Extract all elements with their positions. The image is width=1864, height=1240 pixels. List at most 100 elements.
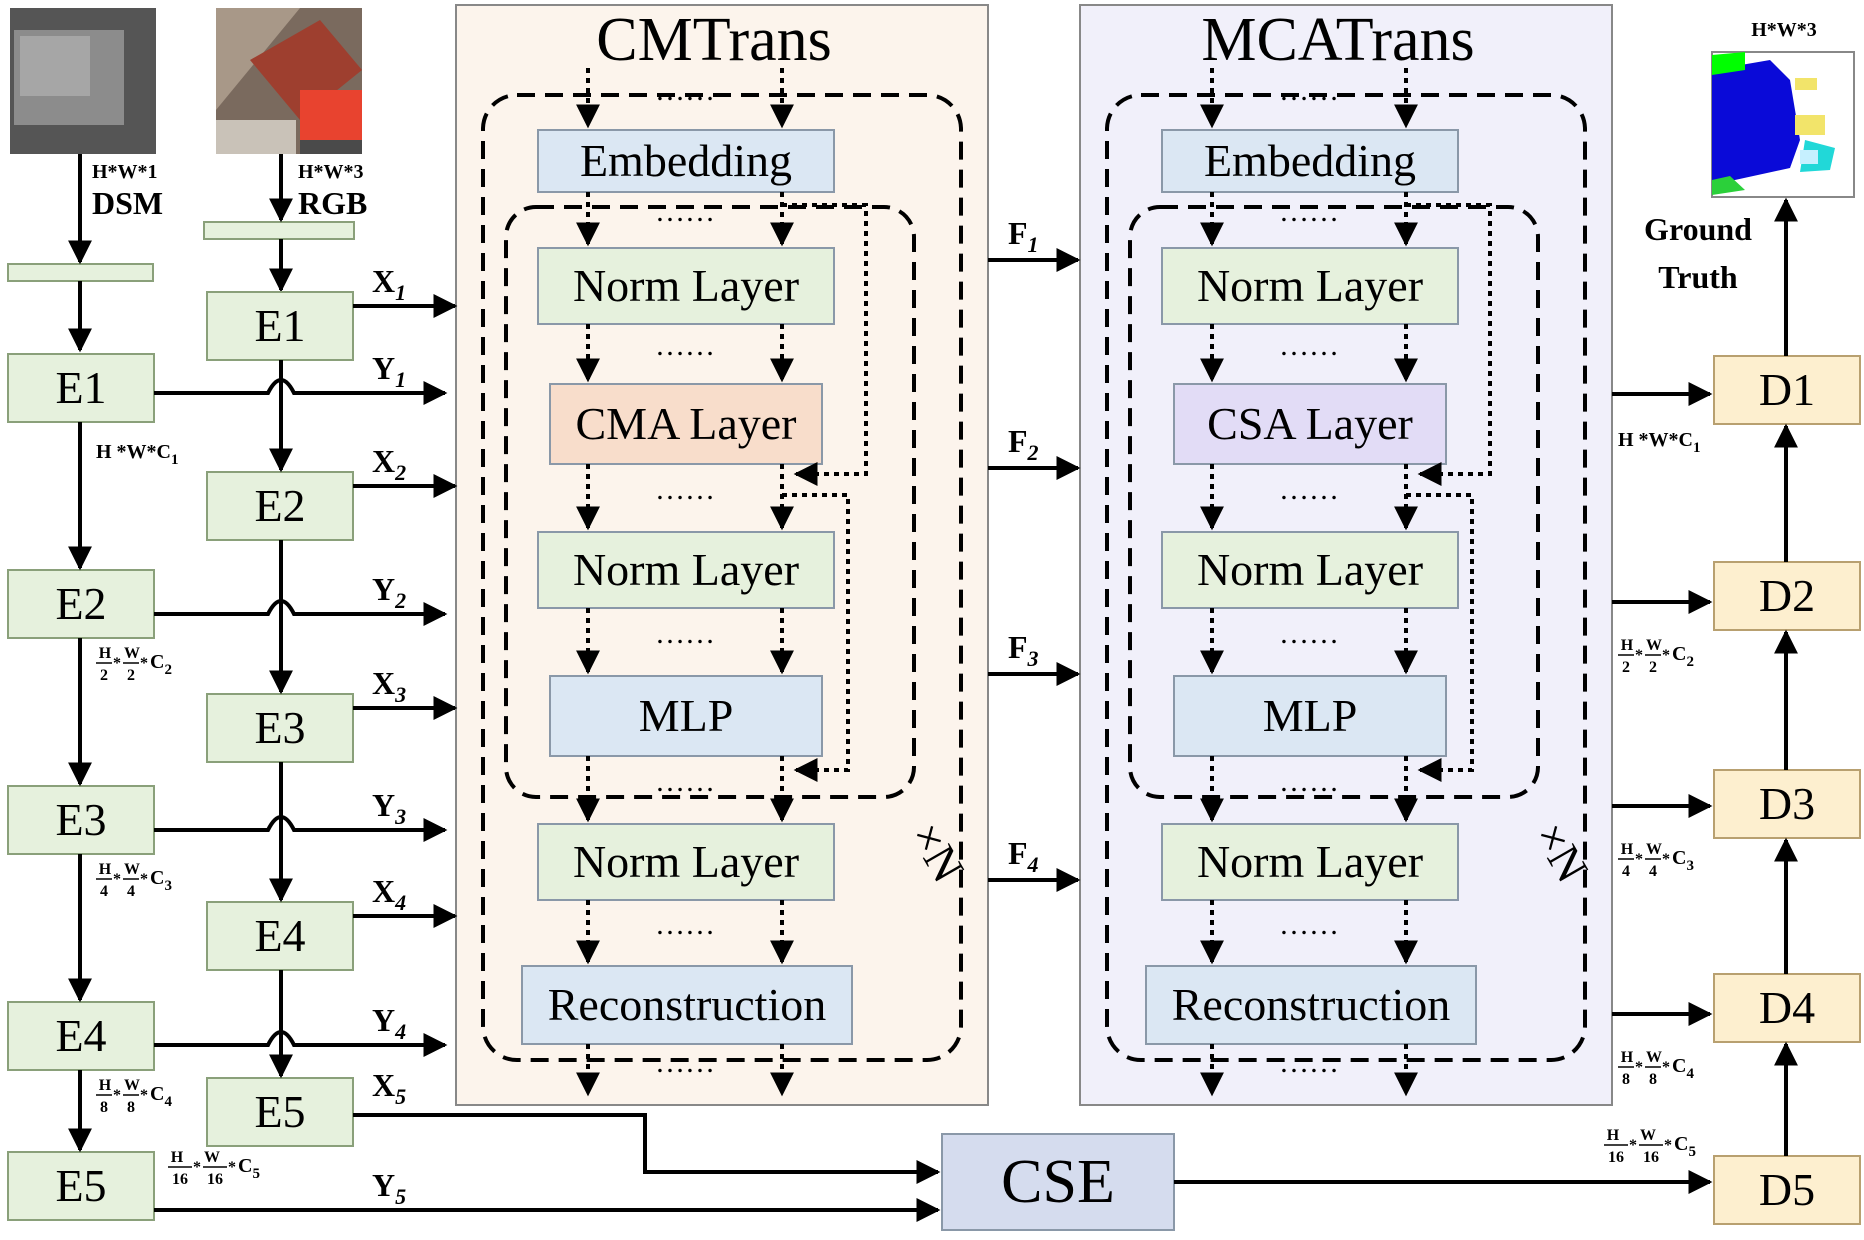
x-label-4-sub: 4 xyxy=(394,890,406,915)
decoder-dim-3-tail-sub: 3 xyxy=(1686,858,1694,874)
mcatrans-ellipsis-6: …… xyxy=(1279,908,1339,941)
decoder-dim-5-star: * xyxy=(1664,1137,1672,1154)
cmtrans-norm2: Norm Layer xyxy=(537,531,835,609)
y-label-2: Y2 xyxy=(372,571,406,613)
decoder-dim-3-star: * xyxy=(1635,851,1643,868)
rgb-encoder-4-box xyxy=(206,901,354,971)
mcatrans-mlp: MLP xyxy=(1173,675,1447,757)
cmtrans-ellipsis-6: …… xyxy=(655,908,715,941)
mcatrans-norm2: Norm Layer xyxy=(1161,531,1459,609)
dsm-encoder-4-box xyxy=(7,1001,155,1071)
f-label-3-base: F xyxy=(1008,629,1028,665)
decoder-dim-4-den: 8 xyxy=(1649,1071,1657,1088)
decoder-dim-2-tail-sub: 2 xyxy=(1686,654,1694,670)
f-label-2-sub: 2 xyxy=(1027,440,1039,465)
dsm-dim-2-tail-c: C xyxy=(150,651,164,673)
decoder-2: D2 xyxy=(1713,561,1861,631)
dsm-dim-1-pre: H *W*C xyxy=(96,441,171,463)
dsm-encoder-3: E3 xyxy=(7,785,155,855)
dsm-dim-4-star: * xyxy=(113,1087,121,1104)
y-label-4-base: Y xyxy=(372,1002,395,1038)
mcatrans-attn: CSA Layer xyxy=(1173,383,1447,465)
dsm-dim-2-star: * xyxy=(113,655,121,672)
rgb-encoder-4-label: E4 xyxy=(254,910,305,961)
dsm-dim-2: H2*W2*C2 xyxy=(96,645,172,684)
decoder-dim-4: H8*W8*C4 xyxy=(1618,1049,1694,1088)
decoder-3-label: D3 xyxy=(1759,778,1815,829)
dsm-dim-1-text: H *W*C1 xyxy=(96,441,179,468)
decoder-dim-2-star: * xyxy=(1662,647,1670,664)
cmtrans-embedding: Embedding xyxy=(537,129,835,193)
y-label-4-sub: 4 xyxy=(394,1019,406,1044)
dsm-dim-3-den: 4 xyxy=(127,883,135,900)
decoder-dim-4-num: H xyxy=(1621,1049,1634,1066)
dsm-dim-5-star: * xyxy=(193,1159,201,1176)
decoder-dim-4-tail-c: C xyxy=(1672,1055,1686,1077)
decoder-dim-2-den: 2 xyxy=(1649,659,1657,676)
dsm-dim-5-num: W xyxy=(204,1149,220,1166)
rgb-encoder-5: E5 xyxy=(206,1077,354,1147)
decoder-dim-3: H4*W4*C3 xyxy=(1618,841,1694,880)
dsm-dim-2-den: 2 xyxy=(100,667,108,684)
cmtrans-ellipsis-2: …… xyxy=(655,329,715,362)
y-label-1-sub: 1 xyxy=(395,367,406,392)
f-label-3: F3 xyxy=(1008,629,1039,671)
x5-to-cse-arrow xyxy=(353,1113,941,1184)
cmtrans-mlp: MLP xyxy=(549,675,823,757)
mcatrans-ellipsis-5: …… xyxy=(1279,765,1339,798)
dsm-encoder-1: E1 xyxy=(7,353,155,423)
cmtrans-title: CMTrans xyxy=(596,6,831,74)
cmtrans-ellipsis-3: …… xyxy=(655,473,715,506)
f-label-2-base: F xyxy=(1008,423,1028,459)
cmtrans-inner-dashed xyxy=(504,205,916,799)
mcatrans-ellipsis-1: …… xyxy=(1279,195,1339,228)
mcatrans-embedding-box xyxy=(1161,129,1459,193)
x-label-2-base: X xyxy=(372,443,395,479)
mcatrans-residual-2 xyxy=(1406,493,1474,782)
mcatrans-ellipsis-0: …… xyxy=(1279,74,1339,107)
dsm-dim-5: H16*W16*C5 xyxy=(168,1149,260,1188)
dsm-dim-3-tail-sub: 3 xyxy=(164,878,172,894)
x-label-1-base: X xyxy=(372,263,395,299)
rgb-encoder-4: E4 xyxy=(206,901,354,971)
x-label-4: X4 xyxy=(372,873,406,915)
x-label-5: X5 xyxy=(372,1067,406,1109)
dsm-dim-4-num: H xyxy=(99,1077,112,1094)
dsm-dim-4-star: * xyxy=(140,1087,148,1104)
f-label-1-base: F xyxy=(1008,215,1028,251)
dsm-dim-3-star: * xyxy=(113,871,121,888)
f-label-2: F2 xyxy=(1008,423,1039,465)
dsm-dim-2-tail-sub: 2 xyxy=(164,662,172,678)
dsm-dim-5-tail: C5 xyxy=(238,1155,260,1182)
dsm-encoder-1-box xyxy=(7,353,155,423)
dsm-dim-1: H *W*C1 xyxy=(96,441,179,468)
decoder-dim-4-num: W xyxy=(1646,1049,1662,1066)
cmtrans-embedding-label: Embedding xyxy=(580,135,792,186)
dsm-encoder-5: E5 xyxy=(7,1151,155,1221)
cmtrans-ellipsis-0: …… xyxy=(655,74,715,107)
f-label-3-sub: 3 xyxy=(1027,646,1039,671)
dsm-dims-label: H*W*1 xyxy=(92,161,158,183)
decoder-dim-4-tail-sub: 4 xyxy=(1686,1066,1694,1082)
decoder-dim-2: H2*W2*C2 xyxy=(1618,637,1694,676)
mcatrans-recon: Reconstruction xyxy=(1145,965,1477,1045)
dsm-encoder-2-label: E2 xyxy=(55,578,106,629)
mcatrans-ellipsis-3: …… xyxy=(1279,473,1339,506)
decoder-4-label: D4 xyxy=(1759,982,1815,1033)
dsm-dim-5-tail-c: C xyxy=(238,1155,252,1177)
decoder-dim-1: H *W*C1 xyxy=(1618,429,1701,456)
decoder-2-label: D2 xyxy=(1759,570,1815,621)
dsm-dim-3-tail-c: C xyxy=(150,867,164,889)
mcatrans-mlp-label: MLP xyxy=(1263,690,1358,741)
rgb-stem-bar xyxy=(203,221,355,240)
mcatrans-norm1-label: Norm Layer xyxy=(1197,260,1423,311)
cmtrans-residual-2 xyxy=(782,493,850,782)
y-arrow-2 xyxy=(154,599,448,626)
dsm-dim-2-tail: C2 xyxy=(150,651,172,678)
rgb-encoder-5-box xyxy=(206,1077,354,1147)
rgb-encoder-1: E1 xyxy=(206,291,354,361)
decoder-dim-3-den: 4 xyxy=(1649,863,1657,880)
cmtrans-mlp-box xyxy=(549,675,823,757)
dsm-dim-4: H8*W8*C4 xyxy=(96,1077,172,1116)
x-label-1: X1 xyxy=(372,263,406,305)
